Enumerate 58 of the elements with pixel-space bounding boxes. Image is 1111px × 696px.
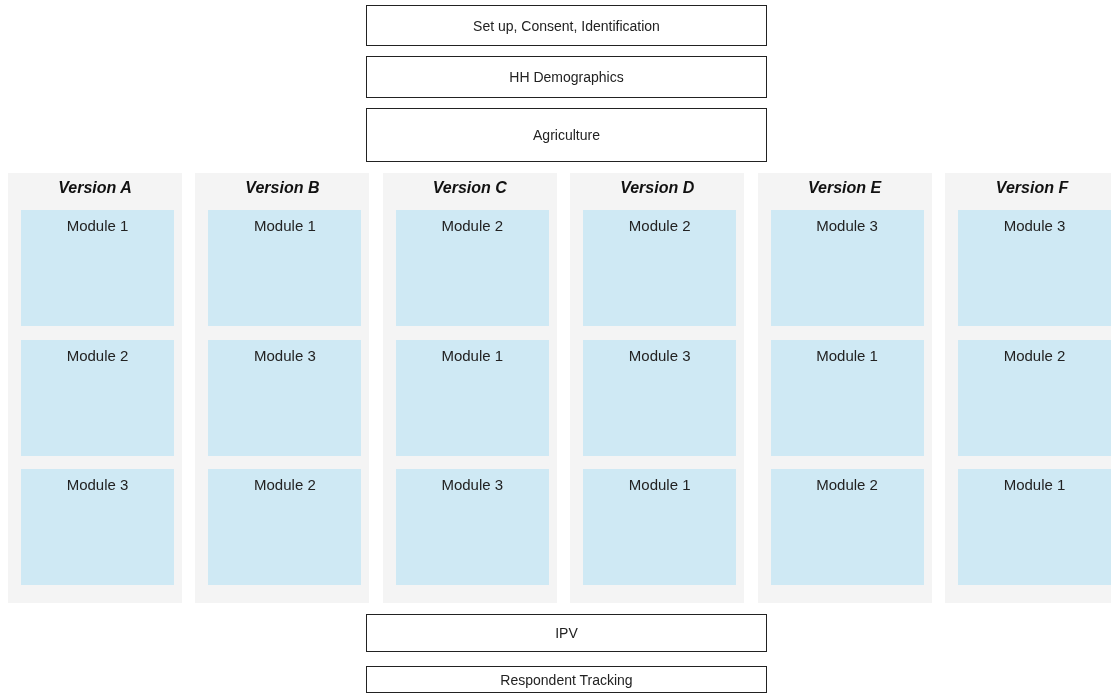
section-box — [366, 108, 767, 162]
module-box — [208, 210, 362, 326]
module-label: Module 3 — [627, 346, 692, 364]
section-box — [366, 666, 767, 693]
module-box — [583, 210, 737, 326]
module-box — [770, 339, 924, 456]
section-label: Agriculture — [533, 127, 600, 143]
section-label: Set up, Consent, Identification — [473, 17, 660, 34]
version-panel — [382, 173, 557, 603]
module-label: Module 3 — [440, 476, 505, 493]
module-box — [770, 210, 924, 326]
module-box — [583, 469, 737, 585]
module-box — [21, 469, 174, 585]
version-panel — [8, 173, 182, 603]
module-box — [958, 339, 1111, 456]
version-heading: Version D — [619, 179, 696, 197]
module-label: Module 1 — [627, 476, 692, 493]
module-label: Module 2 — [627, 217, 692, 234]
module-label: Module 3 — [65, 476, 130, 493]
version-heading: Version E — [807, 179, 883, 197]
module-label: Module 1 — [815, 346, 879, 364]
section-label: HH Demographics — [509, 69, 624, 85]
module-box — [958, 210, 1111, 326]
module-label: Module 1 — [440, 346, 505, 364]
module-label: Module 1 — [1002, 476, 1067, 493]
module-label: Module 2 — [65, 346, 130, 364]
version-heading: Version A — [57, 179, 133, 197]
module-label: Module 2 — [815, 476, 879, 493]
module-box — [395, 339, 549, 456]
module-box — [208, 469, 362, 585]
module-box — [583, 339, 737, 456]
section-label: IPV — [555, 625, 578, 641]
module-label: Module 3 — [253, 346, 317, 364]
section-box — [366, 614, 767, 652]
version-panel — [945, 173, 1111, 603]
module-box — [395, 210, 549, 326]
module-label: Module 1 — [253, 217, 317, 234]
module-label: Module 3 — [1002, 217, 1067, 234]
module-box — [395, 469, 549, 585]
module-label: Module 2 — [253, 476, 317, 493]
module-box — [21, 210, 174, 326]
version-heading: Version C — [431, 179, 508, 197]
version-panel — [757, 173, 932, 603]
module-label: Module 1 — [65, 217, 130, 234]
version-panel — [195, 173, 370, 603]
module-box — [770, 469, 924, 585]
section-label: Respondent Tracking — [500, 671, 633, 688]
section-box — [366, 56, 767, 98]
version-panel — [570, 173, 745, 603]
module-box — [21, 339, 174, 456]
module-label: Module 2 — [1002, 346, 1067, 364]
module-box — [958, 469, 1111, 585]
module-box — [208, 339, 362, 456]
section-box — [366, 5, 767, 46]
module-label: Module 3 — [815, 217, 879, 234]
version-heading: Version B — [244, 179, 321, 197]
version-heading: Version F — [994, 179, 1070, 197]
module-label: Module 2 — [440, 217, 505, 234]
